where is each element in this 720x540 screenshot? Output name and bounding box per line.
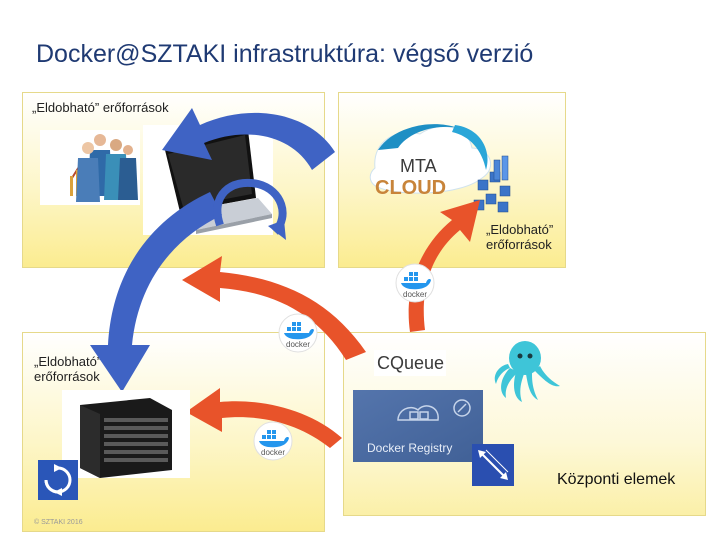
business-people-icon xyxy=(40,130,140,205)
cycle-icon xyxy=(38,460,78,500)
octopus-icon xyxy=(494,341,560,402)
cloud-text: CLOUD xyxy=(375,177,446,199)
server-rack-icon xyxy=(62,390,190,478)
page-title: Docker@SZTAKI infrastruktúra: végső verz… xyxy=(36,40,534,68)
laptop-cycle-arrow xyxy=(213,178,287,240)
top-left-label: „Eldobható” erőforrások xyxy=(32,100,169,115)
orange-arrow-middle xyxy=(182,256,366,360)
network-cubes-icon xyxy=(473,155,511,213)
bottom-left-label: „Eldobható” erőforrások xyxy=(34,354,101,384)
diagonal-arrow-icon xyxy=(472,444,514,486)
docker-badge-1: docker xyxy=(395,263,435,303)
top-right-label: „Eldobható” erőforrások xyxy=(486,222,553,252)
mta-cloud-logo: MTA CLOUD xyxy=(369,124,492,199)
central-elements-caption: Központi elemek xyxy=(557,471,676,488)
cqueue-text: CQueue xyxy=(377,353,444,373)
docker-badge-2-text: docker xyxy=(286,340,310,349)
docker-badge-1-text: docker xyxy=(403,290,427,299)
top-right-label-line2: erőforrások xyxy=(486,237,552,252)
bottom-left-label-line1: „Eldobható” xyxy=(34,354,102,369)
blue-arrow-left xyxy=(90,192,222,392)
blue-arrow-top xyxy=(162,108,335,170)
docker-badge-2: docker xyxy=(278,313,318,353)
docker-badge-3-text: docker xyxy=(261,448,285,457)
registry-text: Docker Registry xyxy=(367,441,452,455)
bottom-left-label-line2: erőforrások xyxy=(34,369,100,384)
docker-badge-3: docker xyxy=(253,421,293,461)
top-right-label-line1: „Eldobható” xyxy=(486,222,554,237)
footer-copyright: © SZTAKI 2016 xyxy=(34,519,83,526)
docker-registry-box: Docker Registry xyxy=(353,390,483,462)
mta-text: MTA xyxy=(400,156,437,176)
cqueue-logo: CQueue xyxy=(374,350,446,376)
orange-arrow-lower xyxy=(186,388,342,448)
